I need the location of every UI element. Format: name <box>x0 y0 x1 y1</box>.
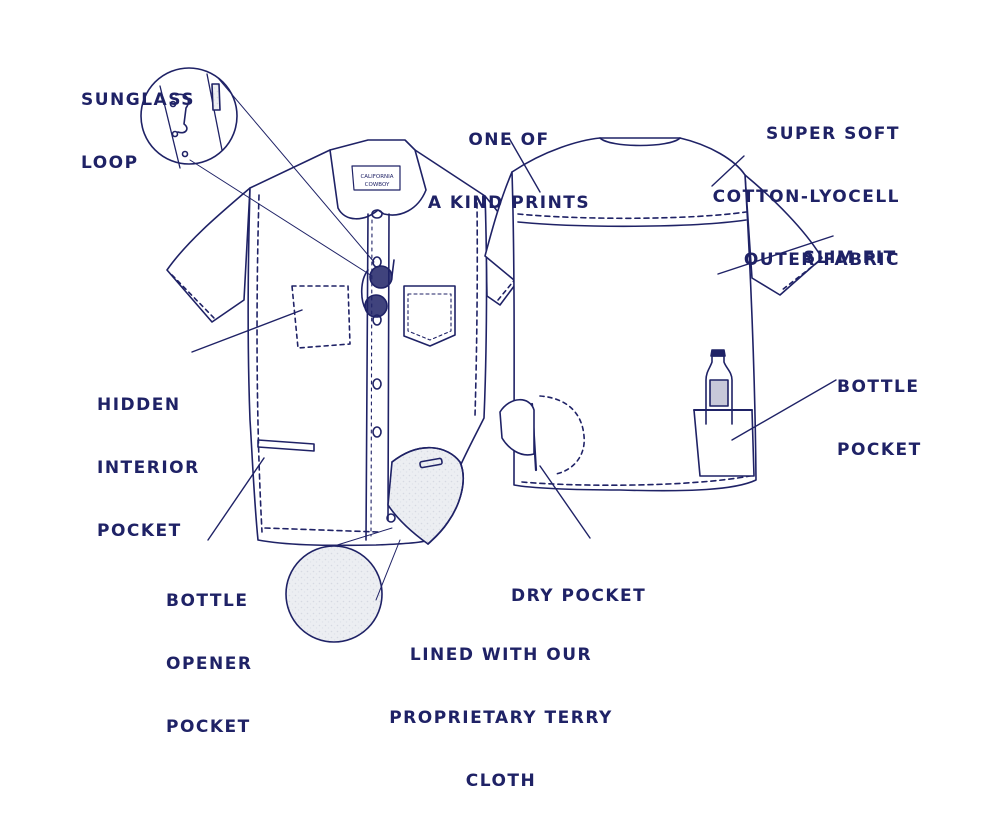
label-line: ONE OF <box>468 130 550 150</box>
label-line: LINED WITH OUR <box>409 645 593 665</box>
label-line: A KIND PRINTS <box>427 193 591 213</box>
front-left-sleeve <box>166 187 251 323</box>
bottle-opener-pocket-slot <box>257 439 315 452</box>
label-line: COTTON-LYOCELL <box>712 187 900 207</box>
collar-tag-line-2: COWBOY <box>365 182 390 188</box>
leader-lines <box>191 137 837 541</box>
front-buttons <box>371 209 396 523</box>
label-line: SUNGLASS <box>81 90 195 110</box>
label-one-of-a-kind-prints: ONE OF A KIND PRINTS <box>414 88 604 235</box>
label-bottle-opener-pocket: BOTTLE OPENER POCKET <box>166 549 252 759</box>
label-sunglass-loop: SUNGLASS LOOP <box>81 48 195 195</box>
label-super-soft-fabric: SUPER SOFT COTTON-LYOCELL OUTER FABRIC <box>680 82 900 292</box>
front-chest-pocket <box>403 285 456 347</box>
label-line: LOOP <box>81 153 139 173</box>
front-placket <box>365 213 390 541</box>
shirt-illustration: CALIFORNIA COWBOY <box>140 67 837 643</box>
label-hidden-interior-pocket: HIDDEN INTERIOR POCKET <box>97 353 200 563</box>
hidden-interior-pocket <box>291 285 351 349</box>
back-shirt <box>484 137 823 492</box>
dry-pocket <box>539 395 585 475</box>
label-line: OUTER FABRIC <box>743 250 900 270</box>
front-collar <box>329 139 427 220</box>
shirt-features-diagram: CALIFORNIA COWBOY <box>81 48 922 791</box>
label-line: DRY POCKET <box>511 586 647 606</box>
label-line: POCKET <box>837 440 922 460</box>
label-line: OPENER <box>166 654 253 674</box>
label-line: PROPRIETARY TERRY <box>389 708 613 728</box>
label-line: POCKET <box>97 521 182 541</box>
label-line: POCKET <box>166 717 251 737</box>
front-shirt: CALIFORNIA COWBOY <box>140 67 533 643</box>
back-left-sleeve <box>484 171 521 281</box>
sunglasses <box>360 259 395 318</box>
label-line: HIDDEN <box>97 395 181 415</box>
bottle <box>705 349 733 425</box>
back-right-sleeve <box>744 174 823 296</box>
label-dry-pocket: DRY POCKET <box>511 544 646 628</box>
label-line: BOTTLE <box>837 377 920 397</box>
label-line: BOTTLE <box>166 591 249 611</box>
label-line: CLOTH <box>465 771 537 791</box>
terry-cloth-zoom <box>285 545 383 643</box>
label-line: INTERIOR <box>97 458 200 478</box>
label-line: SUPER SOFT <box>765 124 900 144</box>
label-terry-cloth: LINED WITH OUR PROPRIETARY TERRY CLOTH <box>382 603 620 813</box>
collar-tag-line-1: CALIFORNIA <box>360 174 393 180</box>
label-line: SLIM FIT <box>803 248 897 268</box>
label-slim-fit: SLIM FIT <box>803 206 897 290</box>
label-bottle-pocket: BOTTLE POCKET <box>837 335 922 482</box>
